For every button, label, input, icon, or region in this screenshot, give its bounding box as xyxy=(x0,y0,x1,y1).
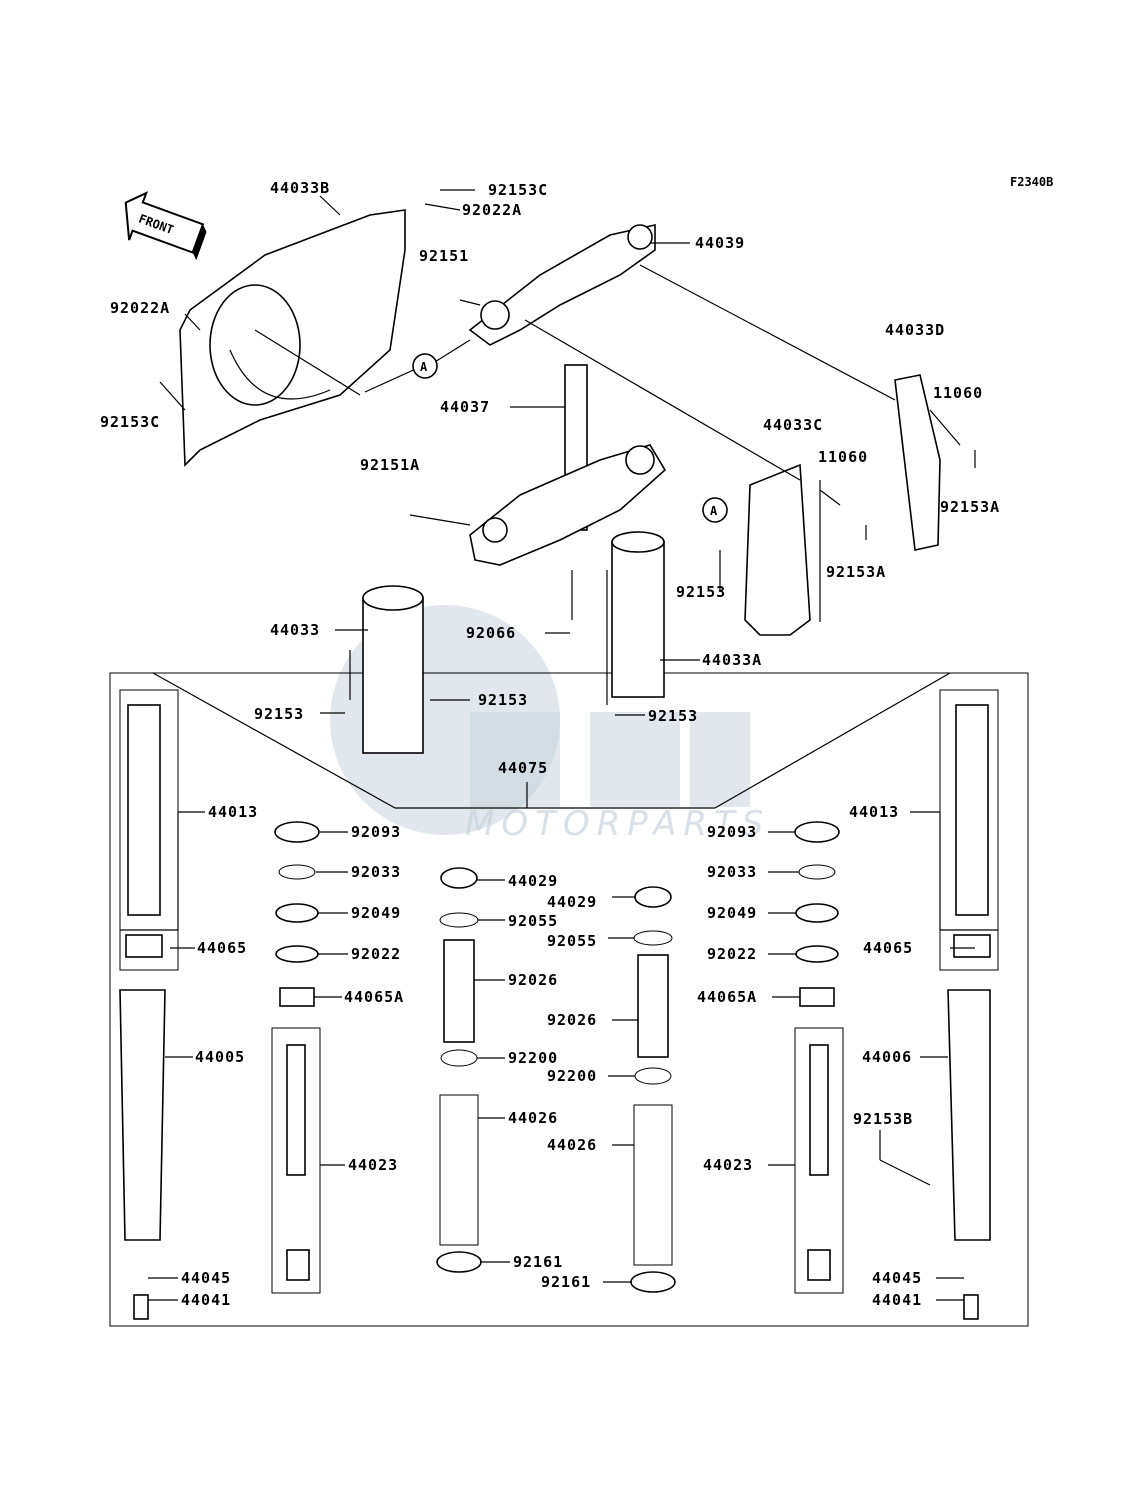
fork-assembly-frame xyxy=(109,672,1029,1327)
label-44033D: 44033D xyxy=(885,321,945,339)
label-44026-center: 44026 xyxy=(508,1109,558,1127)
label-44075: 44075 xyxy=(498,759,548,777)
label-44023-right: 44023 xyxy=(703,1156,753,1174)
inner-tube-right-44013 xyxy=(939,689,999,971)
bolt-92153B xyxy=(879,1159,931,1186)
label-92153C-left: 92153C xyxy=(100,413,160,431)
label-92153-left: 92153 xyxy=(254,705,304,723)
bolt-right-44041 xyxy=(963,1294,979,1320)
label-44006: 44006 xyxy=(862,1048,912,1066)
label-92033-left: 92033 xyxy=(351,863,401,881)
label-92161-center: 92161 xyxy=(513,1253,563,1271)
label-92055-center: 92055 xyxy=(508,912,558,930)
label-44023-left: 44023 xyxy=(348,1156,398,1174)
label-44033: 44033 xyxy=(270,621,320,639)
outer-tube-left-44005 xyxy=(119,989,166,1241)
cover-44033 xyxy=(362,585,424,754)
label-92022-right: 92022 xyxy=(707,945,757,963)
label-44065A-left: 44065A xyxy=(344,988,404,1006)
label-44045-right: 44045 xyxy=(872,1269,922,1287)
seals-left xyxy=(271,821,321,1294)
label-11060-right: 11060 xyxy=(933,384,983,402)
label-92026-center: 92026 xyxy=(508,971,558,989)
inner-tube-left-44013 xyxy=(119,689,179,971)
label-92033-right: 92033 xyxy=(707,863,757,881)
label-44005: 44005 xyxy=(195,1048,245,1066)
spring-column-center xyxy=(436,867,482,1273)
label-92153C-top: 92153C xyxy=(488,181,548,199)
label-92153A-middle: 92153A xyxy=(826,563,886,581)
spring-column-right xyxy=(630,886,676,1293)
leader-lines xyxy=(159,189,976,716)
label-92026-right: 92026 xyxy=(547,1011,597,1029)
label-44033C: 44033C xyxy=(763,416,823,434)
label-92153-middle: 92153 xyxy=(676,583,726,601)
label-44026-right: 44026 xyxy=(547,1136,597,1154)
ref-marker-a-1: A xyxy=(412,353,438,379)
label-92200-center: 92200 xyxy=(508,1049,558,1067)
label-92200-right: 92200 xyxy=(547,1067,597,1085)
figure-code: F2340B xyxy=(1010,175,1053,189)
label-44041-right: 44041 xyxy=(872,1291,922,1309)
label-92022A-left: 92022A xyxy=(110,299,170,317)
label-92151: 92151 xyxy=(419,247,469,265)
seals-right xyxy=(794,821,844,1294)
label-92153B: 92153B xyxy=(853,1110,913,1128)
label-92022A-top: 92022A xyxy=(462,201,522,219)
label-44065-right: 44065 xyxy=(863,939,913,957)
cover-44033D xyxy=(894,374,941,551)
label-44039: 44039 xyxy=(695,234,745,252)
label-92049-left: 92049 xyxy=(351,904,401,922)
watermark-text: MOTORPARTS xyxy=(465,804,770,844)
outer-tube-right-44006 xyxy=(947,989,991,1241)
label-44013-right: 44013 xyxy=(849,803,899,821)
part-labels: 44033B 92153C 92022A 44039 92151 92022A … xyxy=(100,179,1000,1309)
leader-44075 xyxy=(152,672,951,809)
label-44045-left: 44045 xyxy=(181,1269,231,1287)
label-92055-right: 92055 xyxy=(547,932,597,950)
label-92161-right: 92161 xyxy=(541,1273,591,1291)
label-44013-left: 44013 xyxy=(208,803,258,821)
label-44041-left: 44041 xyxy=(181,1291,231,1309)
label-92022-left: 92022 xyxy=(351,945,401,963)
label-44033A: 44033A xyxy=(702,651,762,669)
label-44065-left: 44065 xyxy=(197,939,247,957)
label-44029-center: 44029 xyxy=(508,872,558,890)
front-arrow-icon: FRONT xyxy=(124,191,207,261)
label-44065A-right: 44065A xyxy=(697,988,757,1006)
label-44029-right: 44029 xyxy=(547,893,597,911)
cover-44033A xyxy=(611,531,665,698)
label-92093-right: 92093 xyxy=(707,823,757,841)
label-44037: 44037 xyxy=(440,398,490,416)
leader-lines-lower xyxy=(120,811,998,1301)
ref-marker-a-2: A xyxy=(702,497,728,523)
label-44033B: 44033B xyxy=(270,179,330,197)
cover-44033C xyxy=(744,463,811,636)
stem-44037 xyxy=(469,364,667,566)
label-92093-left: 92093 xyxy=(351,823,401,841)
label-92153A-right: 92153A xyxy=(940,498,1000,516)
label-11060-middle: 11060 xyxy=(818,448,868,466)
upper-bracket-44039 xyxy=(468,224,656,346)
svg-text:A: A xyxy=(710,504,718,518)
label-92153-center: 92153 xyxy=(478,691,528,709)
label-92153-right: 92153 xyxy=(648,707,698,725)
label-92066: 92066 xyxy=(466,624,516,642)
svg-text:A: A xyxy=(420,360,428,374)
cover-44033B xyxy=(179,209,406,467)
bolt-left-44041 xyxy=(133,1294,149,1320)
label-92151A: 92151A xyxy=(360,456,420,474)
label-92049-right: 92049 xyxy=(707,904,757,922)
